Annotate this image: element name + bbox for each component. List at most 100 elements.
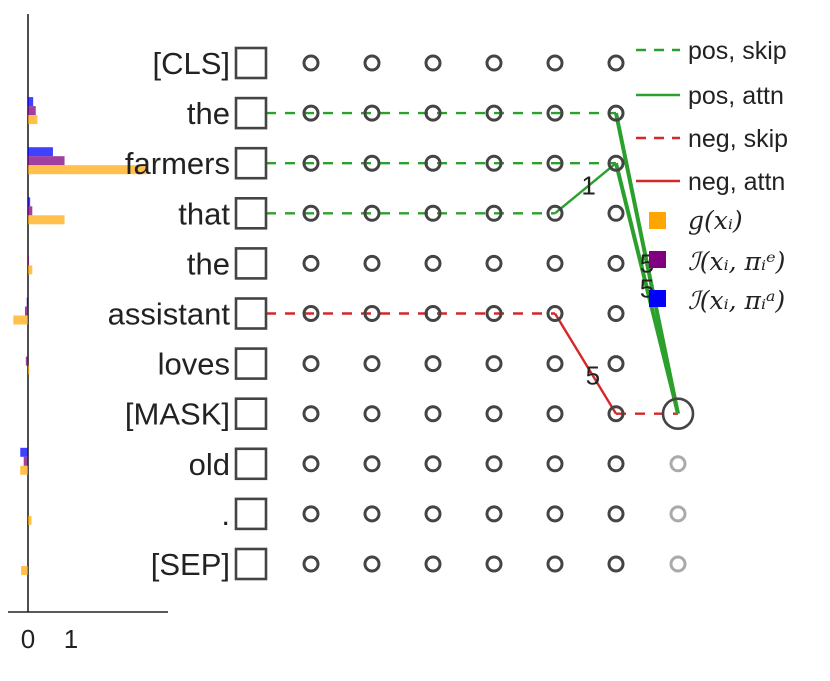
- tick-label-1: 1: [64, 624, 78, 654]
- token-box: [234, 347, 268, 380]
- node: [302, 555, 320, 573]
- token-label: the: [187, 246, 230, 281]
- node: [546, 104, 564, 122]
- node: [302, 455, 320, 473]
- edge-pos-attn-6: [614, 112, 680, 415]
- bar-ia-5: [26, 297, 28, 307]
- bar-ia-8: [20, 447, 28, 457]
- node: [424, 455, 442, 473]
- bar-ie-6: [25, 356, 28, 366]
- token-label: the: [187, 96, 230, 131]
- node: [607, 355, 625, 373]
- node: [607, 204, 625, 222]
- legend-item-neg-skip: neg, skip: [636, 125, 788, 153]
- legend-label-neg-attn: neg, attn: [688, 168, 785, 196]
- attribution-bar-chart: 0 1: [8, 14, 168, 654]
- node: [424, 54, 442, 72]
- bar-ie-3: [28, 206, 33, 216]
- node: [424, 254, 442, 272]
- token-box: [234, 297, 268, 330]
- bar-g-1: [28, 115, 38, 125]
- legend-swatch-ie: [649, 251, 666, 268]
- bar-g-8: [20, 465, 28, 475]
- token-label: [CLS]: [152, 46, 230, 81]
- edge-neg-attn-8: [553, 312, 618, 415]
- node: [607, 154, 625, 172]
- node: [485, 405, 503, 423]
- output-node: [661, 397, 695, 431]
- node: [363, 405, 381, 423]
- legend-label-ia: ℐ(xᵢ, πᵢᵃ): [688, 286, 785, 315]
- node: [363, 104, 381, 122]
- token-label: old: [189, 447, 230, 482]
- node: [546, 154, 564, 172]
- token-label: .: [221, 497, 230, 532]
- nodes-layer: [302, 54, 695, 573]
- node: [485, 555, 503, 573]
- node: [607, 104, 625, 122]
- bar-ie-5: [24, 306, 28, 316]
- node: [485, 305, 503, 322]
- node: [546, 455, 564, 473]
- node: [302, 254, 320, 272]
- node: [302, 505, 320, 523]
- token-label: that: [178, 196, 230, 231]
- token-label: assistant: [108, 297, 231, 332]
- edge-pos-attn-5: [554, 162, 617, 215]
- node: [363, 54, 381, 72]
- node: [607, 405, 625, 423]
- node: [424, 154, 442, 172]
- node: [302, 204, 320, 222]
- bars-layer: [13, 97, 147, 575]
- node: [546, 305, 564, 322]
- token-box: [234, 146, 268, 180]
- node: [485, 104, 503, 122]
- node: [363, 254, 381, 272]
- bar-ie-4: [28, 256, 29, 266]
- token-box: [234, 497, 268, 531]
- node: [546, 355, 564, 373]
- token-label: farmers: [125, 146, 230, 181]
- legend-label-neg-skip: neg, skip: [688, 125, 788, 153]
- node: [607, 555, 625, 573]
- token-box: [234, 547, 268, 581]
- node: [485, 54, 503, 72]
- node: [424, 505, 442, 523]
- node: [363, 505, 381, 523]
- tick-label-0: 0: [21, 624, 35, 654]
- node: [546, 505, 564, 523]
- node: [302, 154, 320, 172]
- bar-ie-2: [28, 156, 65, 166]
- legend-label-ie: ℐ(xᵢ, πᵢᵉ): [688, 247, 785, 276]
- bar-g-2: [28, 165, 147, 175]
- node: [546, 204, 564, 222]
- token-box: [234, 96, 268, 130]
- node: [302, 405, 320, 423]
- node: [485, 154, 503, 172]
- legend-item-pos-attn: pos, attn: [636, 82, 784, 110]
- edge-weight-label: 1: [581, 171, 595, 201]
- token-label: [MASK]: [125, 397, 230, 432]
- legend-item-g: g(xᵢ): [649, 206, 743, 235]
- node: [363, 154, 381, 172]
- node: [669, 505, 687, 523]
- node: [546, 54, 564, 72]
- token-label: loves: [158, 347, 230, 382]
- node: [485, 254, 503, 272]
- edges-layer: [266, 111, 680, 415]
- legend-label-pos-attn: pos, attn: [688, 82, 784, 110]
- node: [363, 305, 381, 322]
- node: [424, 305, 442, 322]
- node: [485, 505, 503, 523]
- bar-g-10: [21, 566, 28, 575]
- legend-item-pos-skip: pos, skip: [636, 37, 787, 65]
- node: [607, 54, 625, 72]
- token-box: [234, 247, 268, 280]
- bar-ie-8: [23, 456, 28, 466]
- node: [424, 204, 442, 222]
- legend-item-neg-attn: neg, attn: [636, 168, 785, 196]
- node: [363, 555, 381, 573]
- node: [363, 355, 381, 373]
- node: [424, 555, 442, 573]
- legend: pos, skip pos, attn neg, skip neg, attn …: [636, 37, 788, 315]
